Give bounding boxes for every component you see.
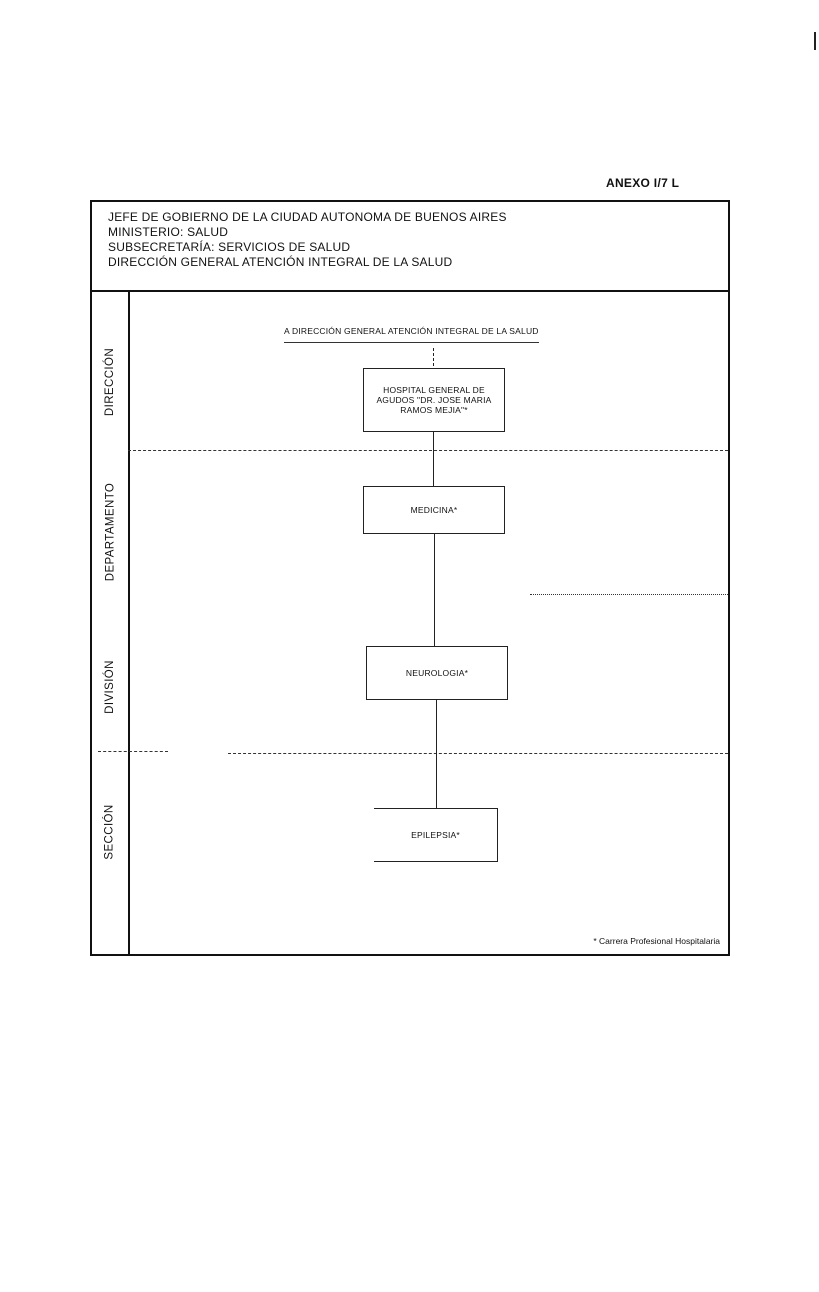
footnote: * Carrera Profesional Hospitalaria <box>593 936 720 946</box>
connector-hospital-medicina <box>433 432 434 486</box>
level-text-departamento: DEPARTAMENTO <box>104 482 116 582</box>
hierarchy-level-column: DIRECCIÓN DEPARTAMENTO DIVISIÓN SECCIÓN <box>92 292 130 954</box>
org-node-epilepsia: EPILEPSIA* <box>374 808 498 862</box>
level-label-departamento: DEPARTAMENTO <box>92 462 128 602</box>
level-text-seccion: SECCIÓN <box>104 804 117 860</box>
header-block: JEFE DE GOBIERNO DE LA CIUDAD AUTONOMA D… <box>92 202 728 292</box>
page-edge-mark <box>814 32 816 50</box>
level-label-direccion: DIRECCIÓN <box>92 332 128 432</box>
connector-title-hospital <box>433 348 434 366</box>
org-node-hospital: HOSPITAL GENERAL DE AGUDOS "DR. JOSE MAR… <box>363 368 505 432</box>
org-chart-frame: JEFE DE GOBIERNO DE LA CIUDAD AUTONOMA D… <box>90 200 730 956</box>
connector-neurologia-epilepsia <box>436 700 437 808</box>
level-text-division: DIVISIÓN <box>104 660 116 714</box>
header-line-undersecretariat: SUBSECRETARÍA: SERVICIOS DE SALUD <box>108 240 351 254</box>
header-line-government: JEFE DE GOBIERNO DE LA CIUDAD AUTONOMA D… <box>108 210 507 224</box>
level-divider-division-left <box>98 751 168 752</box>
annex-label: ANEXO I/7 L <box>606 176 680 190</box>
connector-medicina-neurologia <box>434 534 435 646</box>
header-line-general-direction: DIRECCIÓN GENERAL ATENCIÓN INTEGRAL DE L… <box>108 255 453 269</box>
level-divider-direccion <box>128 450 728 451</box>
header-line-ministry: MINISTERIO: SALUD <box>108 225 229 239</box>
level-label-division: DIVISIÓN <box>92 642 128 732</box>
org-node-medicina: MEDICINA* <box>363 486 505 534</box>
org-node-neurologia: NEUROLOGIA* <box>366 646 508 700</box>
level-text-direccion: DIRECCIÓN <box>104 347 117 417</box>
chart-title: A DIRECCIÓN GENERAL ATENCIÓN INTEGRAL DE… <box>284 326 539 343</box>
level-divider-division-right <box>228 753 728 754</box>
level-label-seccion: SECCIÓN <box>92 792 128 872</box>
level-divider-departamento <box>530 594 728 595</box>
